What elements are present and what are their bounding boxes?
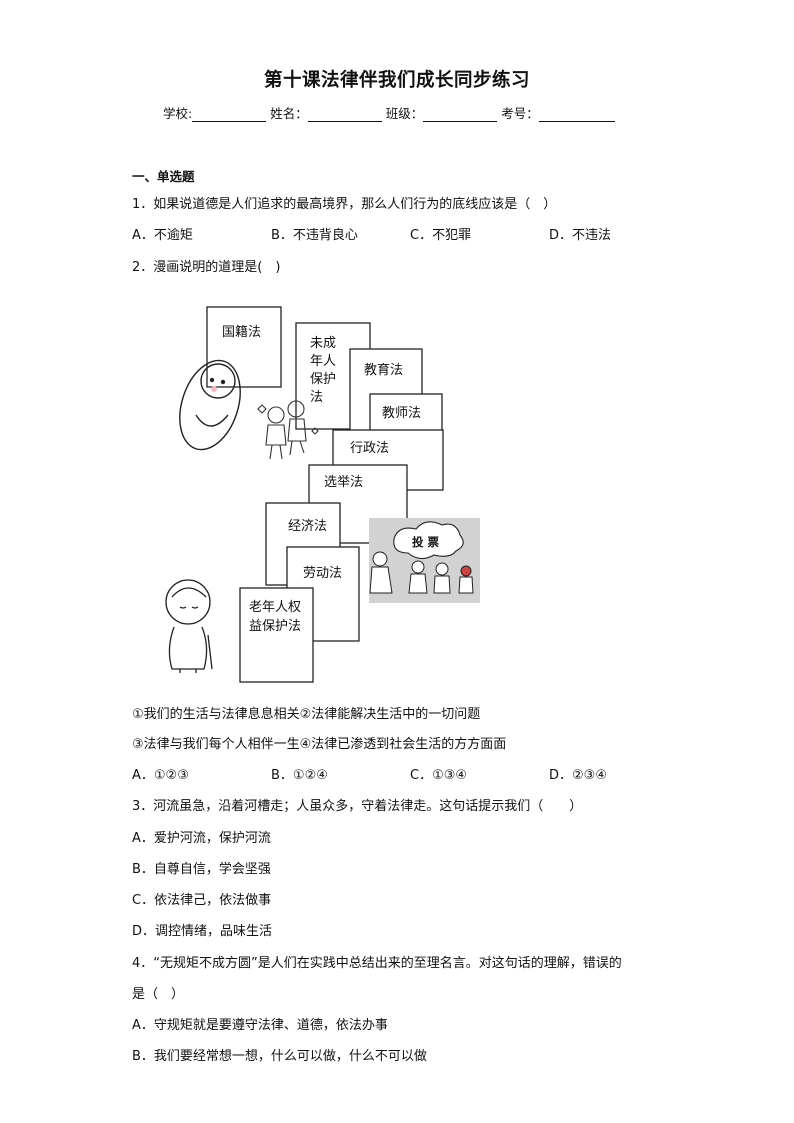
- q1-option-a[interactable]: A．不逾矩: [132, 228, 193, 243]
- children-drawing: [257, 400, 319, 460]
- q1-stem: 1．如果说道德是人们追求的最高境界，那么人们行为的底线应该是（ ）: [132, 197, 557, 212]
- class-blank[interactable]: [423, 107, 498, 122]
- q1-option-c[interactable]: C．不犯罪: [410, 228, 472, 243]
- q1-option-b[interactable]: B．不违背良心: [271, 228, 358, 243]
- card-minor-protection-label-3: 保护: [310, 372, 336, 387]
- q2-option-b[interactable]: B．①②④: [271, 768, 328, 783]
- q3-option-b[interactable]: B．自尊自信，学会坚强: [132, 862, 271, 877]
- card-elderly-rights-label-1: 老年人权: [249, 599, 301, 615]
- law-cartoon: 国籍法 未成 年人 保护 法 教育法 教师法 行政法 选举法 经济法 劳动法 老…: [165, 306, 480, 683]
- student-info-line: 学校: 姓名： 班级： 考号：: [163, 103, 615, 122]
- card-minor-protection-label-2: 年人: [310, 354, 336, 369]
- name-label: 姓名：: [270, 106, 308, 121]
- card-education-law-label: 教育法: [364, 362, 403, 378]
- card-nationality-law: [206, 306, 282, 388]
- vote-bubble-text: 投 票: [412, 535, 440, 549]
- q2-option-a[interactable]: A．①②③: [132, 768, 189, 783]
- q2-option-d[interactable]: D．②③④: [549, 768, 607, 783]
- q3-option-c[interactable]: C．依法律己，依法做事: [132, 893, 272, 908]
- q2-option-c[interactable]: C．①③④: [410, 768, 468, 783]
- elderly-woman-drawing: [165, 579, 213, 673]
- card-minor-protection-label-1: 未成: [310, 336, 336, 351]
- card-elderly-rights-label-2: 益保护法: [249, 619, 301, 634]
- section-heading: 一、单选题: [132, 169, 195, 184]
- card-minor-protection-label-4: 法: [310, 390, 323, 405]
- baby-drawing: [179, 359, 241, 451]
- voting-scene: 投 票: [369, 518, 480, 603]
- q2-stem: 2．漫画说明的道理是( ): [132, 260, 281, 275]
- q4-stem-line-2: 是（ ）: [132, 987, 185, 1002]
- q3-option-a[interactable]: A．爱护河流，保护河流: [132, 831, 271, 846]
- page-title: 第十课法律伴我们成长同步练习: [263, 70, 530, 91]
- card-administrative-law-label: 行政法: [350, 441, 389, 456]
- q2-statement-2: ③法律与我们每个人相伴一生④法律已渗透到社会生活的方方面面: [132, 737, 507, 752]
- name-blank[interactable]: [307, 107, 382, 122]
- exam-no-blank[interactable]: [538, 107, 615, 122]
- card-teachers-law-label: 教师法: [382, 405, 421, 421]
- q2-statement-1: ①我们的生活与法律息息相关②法律能解决生活中的一切问题: [132, 707, 481, 722]
- school-blank[interactable]: [192, 107, 267, 122]
- q3-option-d[interactable]: D．调控情绪，品味生活: [132, 924, 273, 939]
- q4-option-b[interactable]: B．我们要经常想一想，什么可以做，什么不可以做: [132, 1049, 427, 1064]
- class-label: 班级：: [385, 106, 424, 121]
- q3-stem: 3．河流虽急，沿着河槽走；人虽众多，守着法律走。这句话提示我们（ ）: [132, 799, 583, 814]
- school-label: 学校:: [163, 106, 193, 121]
- q4-stem-line-1: 4．“无规矩不成方圆”是人们在实践中总结出来的至理名言。对这句话的理解，错误的: [132, 956, 622, 971]
- card-labor-law-label: 劳动法: [303, 565, 342, 581]
- exam-no-label: 考号：: [501, 106, 539, 121]
- q4-option-a[interactable]: A．守规矩就是要遵守法律、道德，依法办事: [132, 1018, 388, 1033]
- card-elderly-rights-law: [239, 587, 314, 683]
- card-economic-law-label: 经济法: [288, 519, 327, 534]
- card-nationality-law-label: 国籍法: [222, 324, 261, 340]
- q1-option-d[interactable]: D．不违法: [549, 228, 612, 243]
- card-election-law-label: 选举法: [324, 475, 363, 490]
